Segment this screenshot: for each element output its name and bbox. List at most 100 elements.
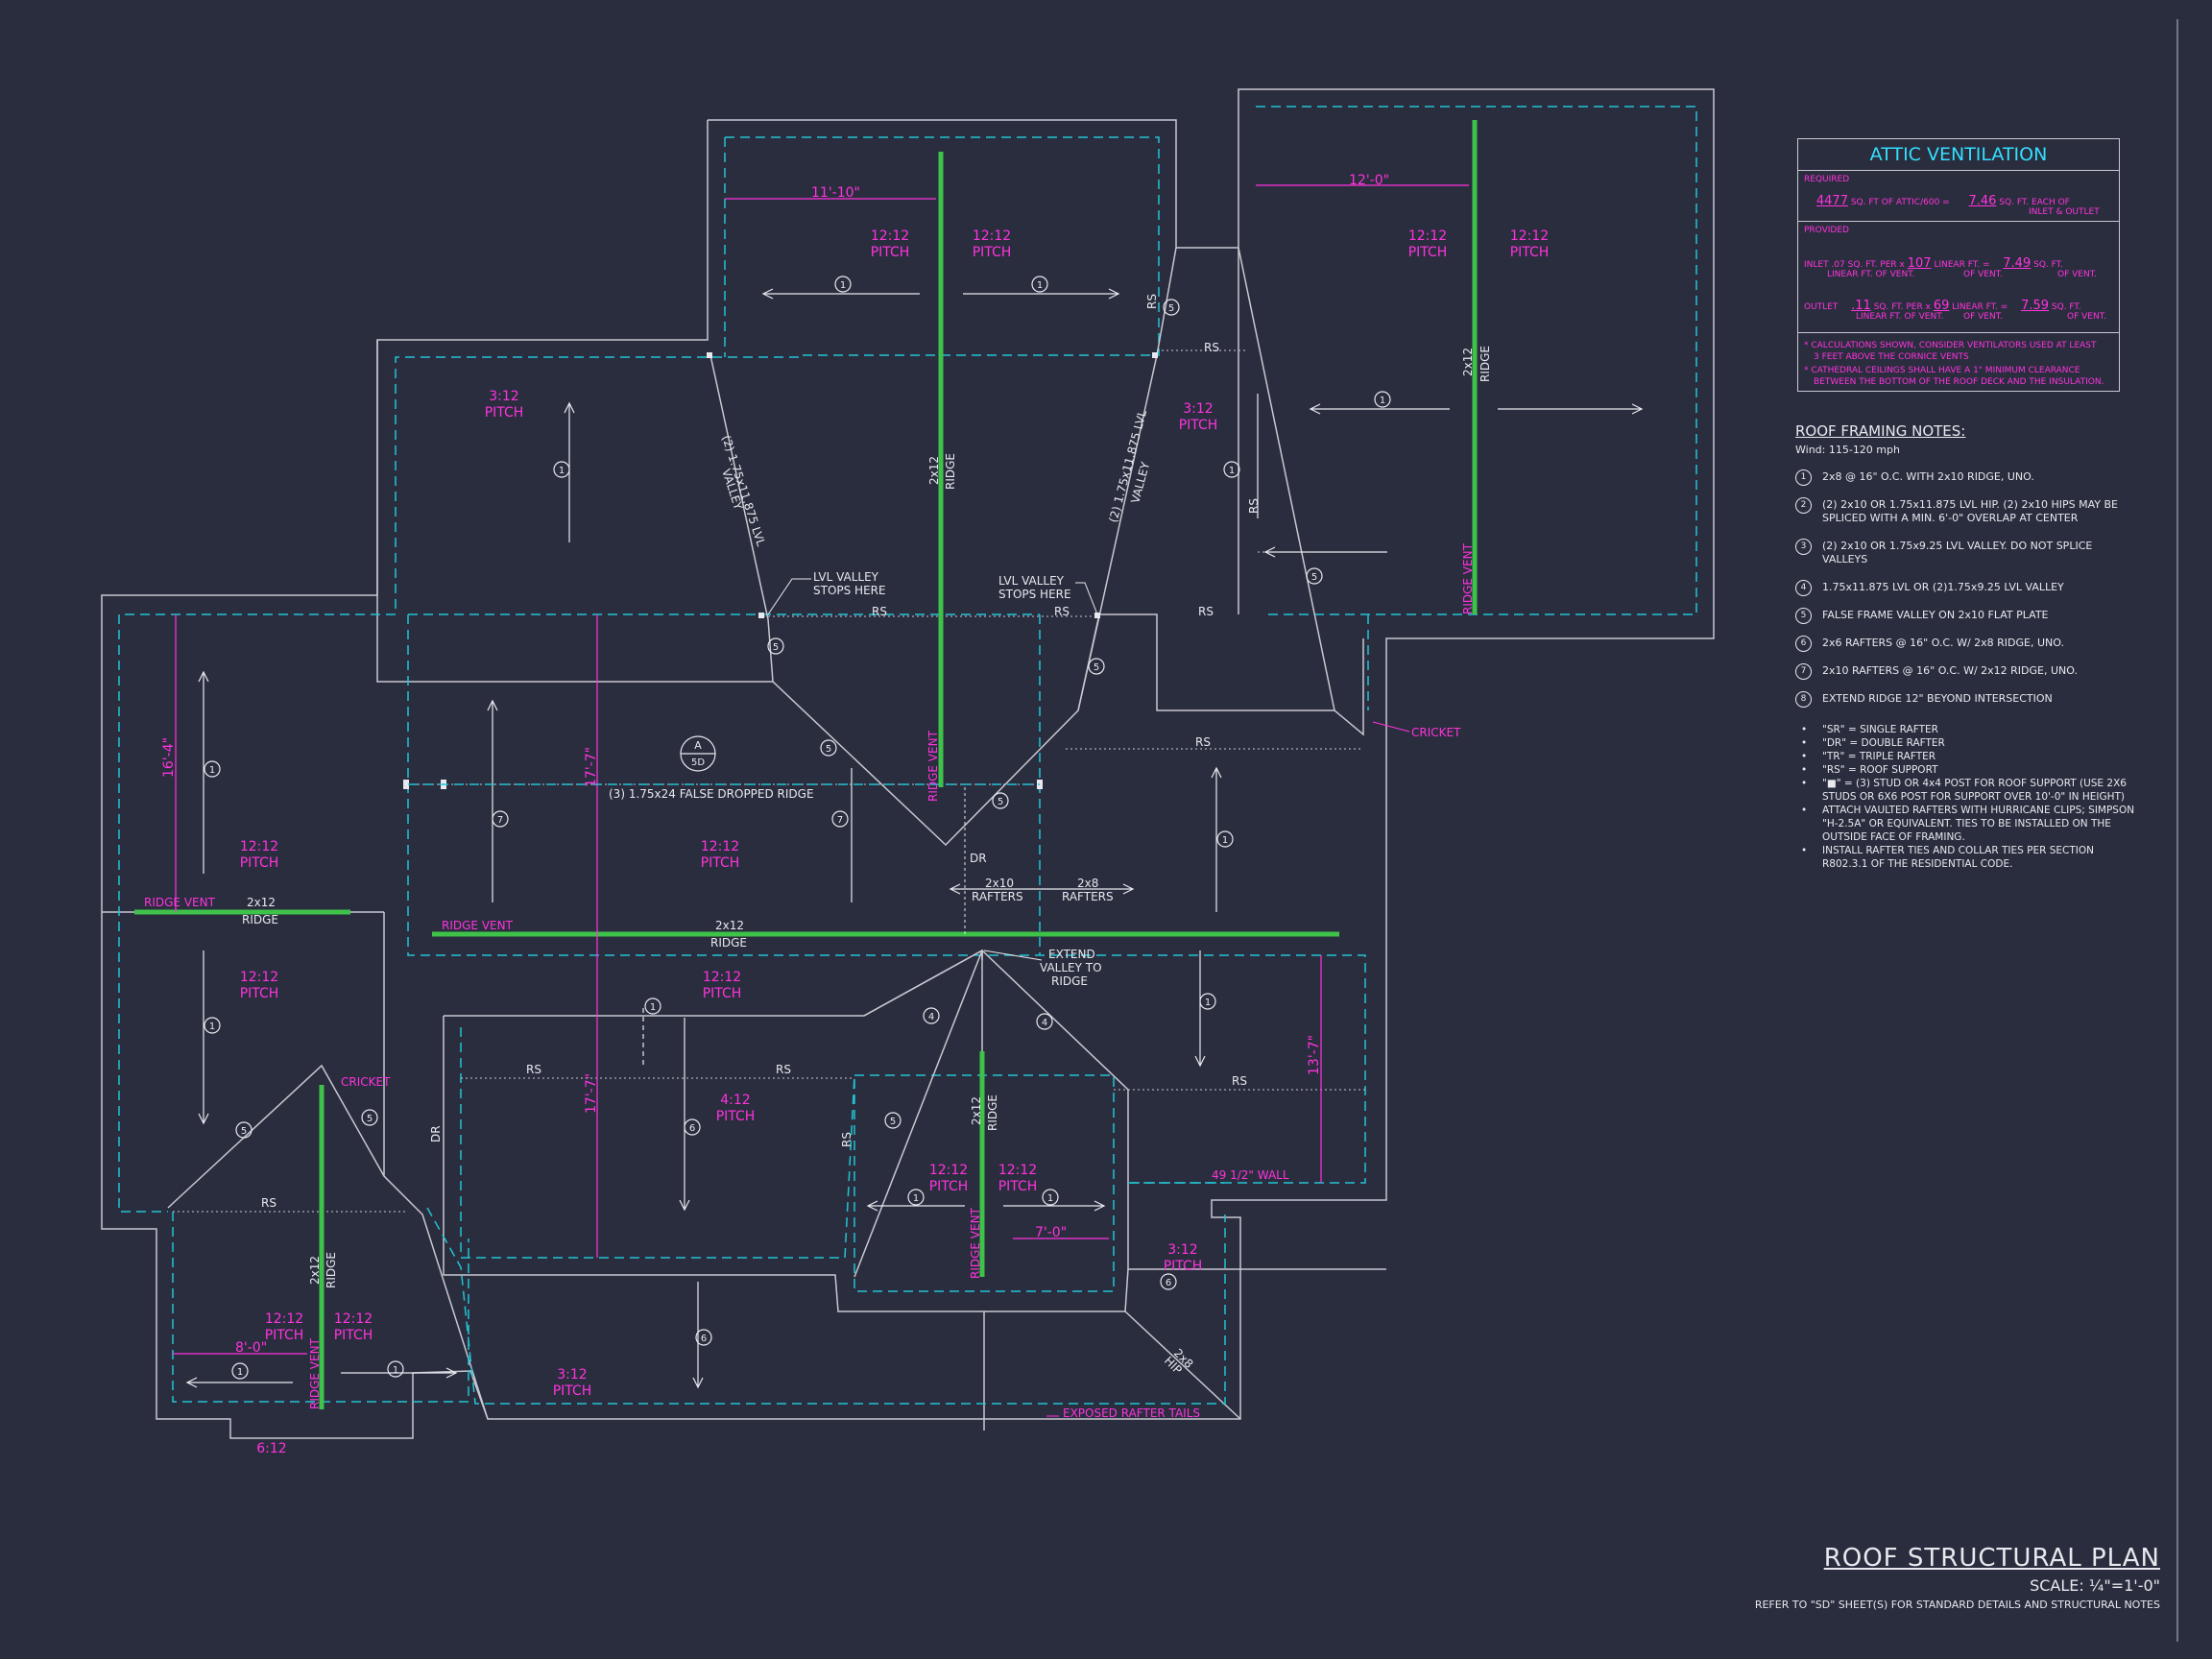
valley-stops-note: STOPS HERE xyxy=(998,588,1071,601)
note-tag: 1 xyxy=(237,1367,243,1378)
note-number-icon: 3 xyxy=(1795,539,1812,555)
pitch-label: PITCH xyxy=(929,1179,969,1194)
note-text: 2x10 RAFTERS @ 16" O.C. W/ 2x12 RIDGE, U… xyxy=(1822,664,2078,677)
extend-valley-note: EXTEND xyxy=(1048,948,1095,961)
outlet-result: 7.59 xyxy=(2021,299,2050,313)
plan-title: ROOF STRUCTURAL PLAN xyxy=(1823,1544,2160,1573)
rafter-size: 2x10 xyxy=(985,877,1014,890)
valley-stops-note: STOPS HERE xyxy=(813,584,886,597)
plan-scale: SCALE: ¼"=1'-0" xyxy=(2030,1576,2160,1595)
cricket-label: CRICKET xyxy=(341,1075,391,1089)
note-tag: 7 xyxy=(837,815,843,826)
note-tag: 5 xyxy=(367,1114,373,1124)
inlet-lf-text-2: OF VENT. xyxy=(1963,270,2003,279)
dimension-label: 17'-7" xyxy=(584,1073,599,1114)
pitch-label: 6:12 xyxy=(256,1441,286,1456)
outlet-text: OUTLET xyxy=(1804,302,1839,312)
required-section: REQUIRED 4477 SQ. FT OF ATTIC/600 = 7.46… xyxy=(1798,171,2119,222)
rs-label: RS xyxy=(1195,735,1211,749)
note-text: 1.75x11.875 LVL OR (2)1.75x9.25 LVL VALL… xyxy=(1822,581,2064,593)
pitch-label: PITCH xyxy=(485,405,524,421)
rs-label: RS xyxy=(840,1132,854,1147)
note-tag: 5 xyxy=(998,797,1003,807)
rs-label: RS xyxy=(526,1063,541,1076)
pitch-label: 4:12 xyxy=(720,1093,750,1108)
framing-note: 7 2x10 RAFTERS @ 16" O.C. W/ 2x12 RIDGE, … xyxy=(1795,663,2141,680)
outlet-rate: .11 xyxy=(1851,299,1871,313)
pitch-label: PITCH xyxy=(1510,245,1550,260)
required-unit-2: INLET & OUTLET xyxy=(2029,207,2100,217)
note-text: 2x6 RAFTERS @ 16" O.C. W/ 2x8 RIDGE, UNO… xyxy=(1822,637,2064,649)
pitch-label: 3:12 xyxy=(489,389,518,404)
note-tag: 5 xyxy=(1168,303,1174,314)
pitch-label: 12:12 xyxy=(973,228,1011,244)
outlet-text-2: LINEAR FT. OF VENT. xyxy=(1856,312,1944,322)
pitch-label: 12:12 xyxy=(1408,228,1447,244)
ridge-size: 2x12 xyxy=(1461,348,1475,376)
ridge-text: 2x12 RIDGE 2x12 RIDGE 2x12 RIDGE 2x12 RI… xyxy=(242,346,1492,1288)
note-tag: 6 xyxy=(701,1334,707,1344)
dimension-label: 11'-10" xyxy=(811,185,860,201)
note-bullet: "■" = (3) STUD OR 4x4 POST FOR ROOF SUPP… xyxy=(1795,777,2141,804)
roof-outline xyxy=(101,88,1715,1439)
ridge-size: 2x12 xyxy=(927,456,941,485)
extend-valley-note: RIDGE xyxy=(1051,974,1088,988)
vent-note-1b: 3 FEET ABOVE THE CORNICE VENTS xyxy=(1814,352,1969,362)
pitch-label: PITCH xyxy=(701,855,740,871)
valley-stops-note: LVL VALLEY xyxy=(998,574,1065,588)
dimension-label: 17'-7" xyxy=(584,747,599,787)
note-number-icon: 7 xyxy=(1795,663,1812,680)
note-tag: 1 xyxy=(1047,1193,1053,1204)
ridge-label: RIDGE xyxy=(1479,346,1492,382)
note-bullet: ATTACH VAULTED RAFTERS WITH HURRICANE CL… xyxy=(1795,804,2141,844)
provided-label: PROVIDED xyxy=(1804,226,1849,235)
false-ridge-label: (3) 1.75x24 FALSE DROPPED RIDGE xyxy=(609,787,814,801)
pitch-label: 12:12 xyxy=(871,228,909,244)
rafter-size: 2x8 xyxy=(1077,877,1098,890)
required-area: 4477 xyxy=(1815,194,1848,208)
ridge-vent-label: RIDGE VENT xyxy=(969,1207,982,1279)
title-block: ROOF STRUCTURAL PLAN SCALE: ¼"=1'-0" REF… xyxy=(1755,1544,2160,1611)
inlet-lf-text: LINEAR FT. = xyxy=(1934,260,1990,270)
pitch-label: 3:12 xyxy=(557,1367,587,1382)
pitch-label: PITCH xyxy=(871,245,910,260)
framing-text: RS RS RS RS RS RS RS RS RS RS RS RS DR D… xyxy=(261,294,1261,1377)
note-tag: 1 xyxy=(209,765,215,776)
dimension-label: 8'-0" xyxy=(235,1340,267,1356)
note-tag: 5 xyxy=(1311,572,1317,583)
pitch-label: PITCH xyxy=(265,1328,304,1343)
vent-note-2: * CATHEDRAL CEILINGS SHALL HAVE A 1" MIN… xyxy=(1804,366,2080,375)
provided-section: PROVIDED INLET .07 SQ. FT. PER x 107 LIN… xyxy=(1798,222,2119,333)
eave-dashed-line xyxy=(118,106,1697,1405)
pitch-label: 12:12 xyxy=(998,1163,1037,1178)
notes-title: ROOF FRAMING NOTES: xyxy=(1795,422,1966,440)
section-marker-letter: A xyxy=(694,739,702,752)
note-tag: 6 xyxy=(1166,1278,1171,1288)
dimension-text: 11'-10" 12'-0" 16'-4" 17'-7" 17'-7" 13'-… xyxy=(161,173,1389,1356)
ridge-size: 2x12 xyxy=(247,896,276,909)
pitch-label: PITCH xyxy=(553,1383,592,1399)
note-number-icon: 5 xyxy=(1795,608,1812,624)
rs-label: RS xyxy=(776,1063,791,1076)
pitch-label: PITCH xyxy=(998,1179,1038,1194)
rafter-word: RAFTERS xyxy=(1062,890,1114,903)
outlet-text-b: SQ. FT. PER x xyxy=(1873,302,1931,312)
note-bullet: "TR" = TRIPLE RAFTER xyxy=(1795,750,2141,763)
note-text: EXTEND RIDGE 12" BEYOND INTERSECTION xyxy=(1822,692,2053,705)
pitch-label: 12:12 xyxy=(334,1311,373,1327)
ridge-label: RIDGE xyxy=(325,1252,338,1288)
note-tag-numbers: 1 1 1 1 1 1 7 7 1 1 1 1 6 1 1 1 1 6 6 5 … xyxy=(209,280,1385,1378)
inlet-text-2: LINEAR FT. OF VENT. xyxy=(1827,270,1915,279)
dimension-lines xyxy=(173,184,1469,1355)
note-tag: 4 xyxy=(1042,1018,1047,1028)
attic-ventilation-table: ATTIC VENTILATION REQUIRED 4477 SQ. FT O… xyxy=(1797,138,2120,392)
note-tags xyxy=(204,276,1391,1380)
ridge-lines xyxy=(134,120,1478,1409)
rs-label: RS xyxy=(1232,1074,1247,1088)
framing-note: 2(2) 2x10 OR 1.75x11.875 LVL HIP. (2) 2x… xyxy=(1795,497,2141,525)
note-tag: 6 xyxy=(689,1123,695,1134)
note-tag: 5 xyxy=(773,642,779,653)
